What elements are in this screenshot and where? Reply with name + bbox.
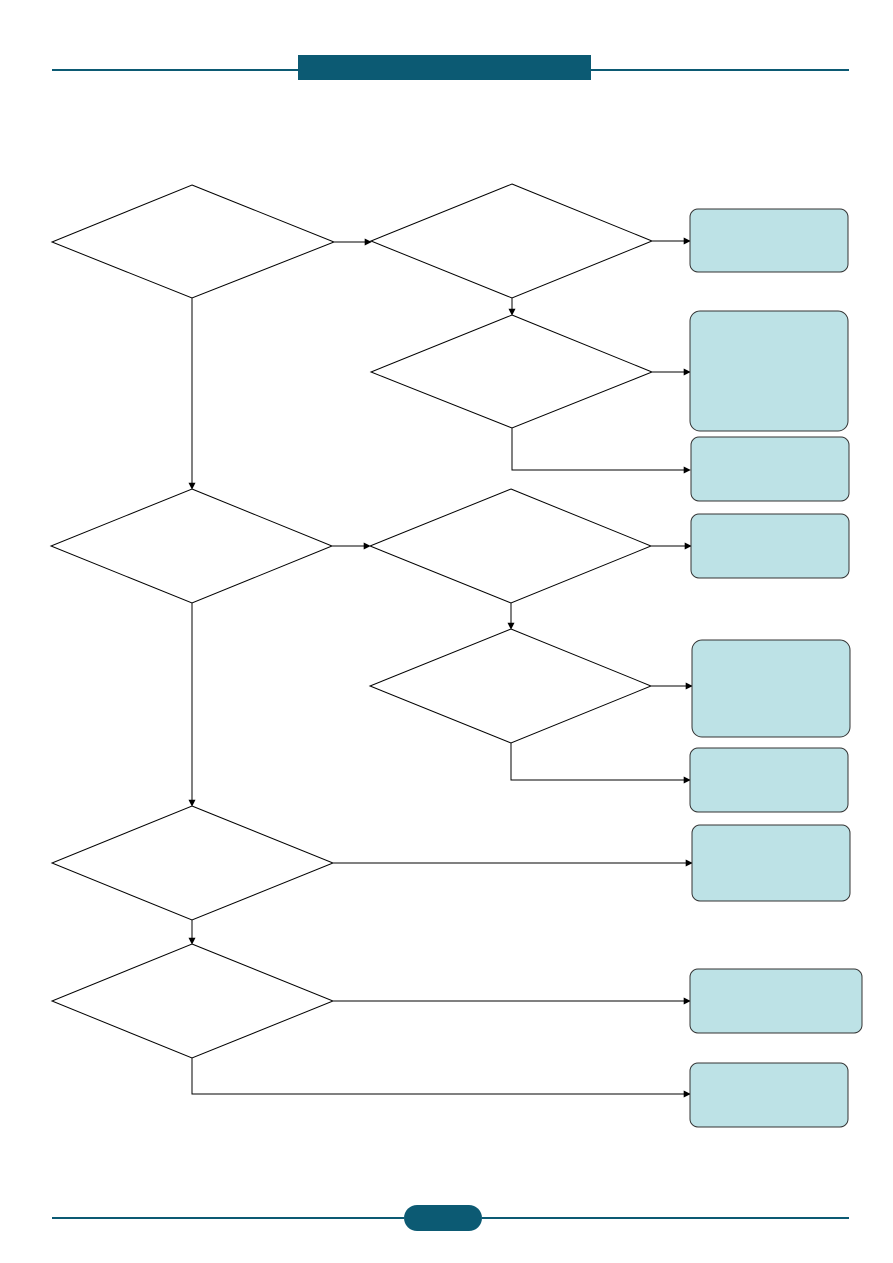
decision-node [50, 805, 335, 921]
action-box [689, 968, 863, 1034]
action-box [690, 513, 850, 579]
decision-node [369, 183, 654, 299]
decision-node [49, 488, 334, 604]
page-number-badge [404, 1205, 482, 1231]
header-rule-right [591, 69, 849, 71]
decision-node [50, 943, 335, 1059]
decision-node [50, 184, 336, 299]
action-box [689, 208, 849, 273]
header-rule-left [52, 69, 298, 71]
action-box [691, 824, 851, 902]
action-box [691, 639, 851, 738]
connector [510, 743, 691, 784]
action-box [689, 310, 849, 432]
decision-node [368, 488, 653, 604]
decision-node [368, 628, 653, 744]
decision-node [369, 314, 654, 429]
action-box [689, 1062, 849, 1128]
footer-rule-right [482, 1217, 849, 1219]
action-box [689, 747, 849, 813]
header-title-bar [298, 55, 591, 80]
footer-rule-left [52, 1217, 404, 1219]
connector [511, 428, 691, 474]
connector [191, 1058, 691, 1098]
action-box [690, 436, 850, 502]
